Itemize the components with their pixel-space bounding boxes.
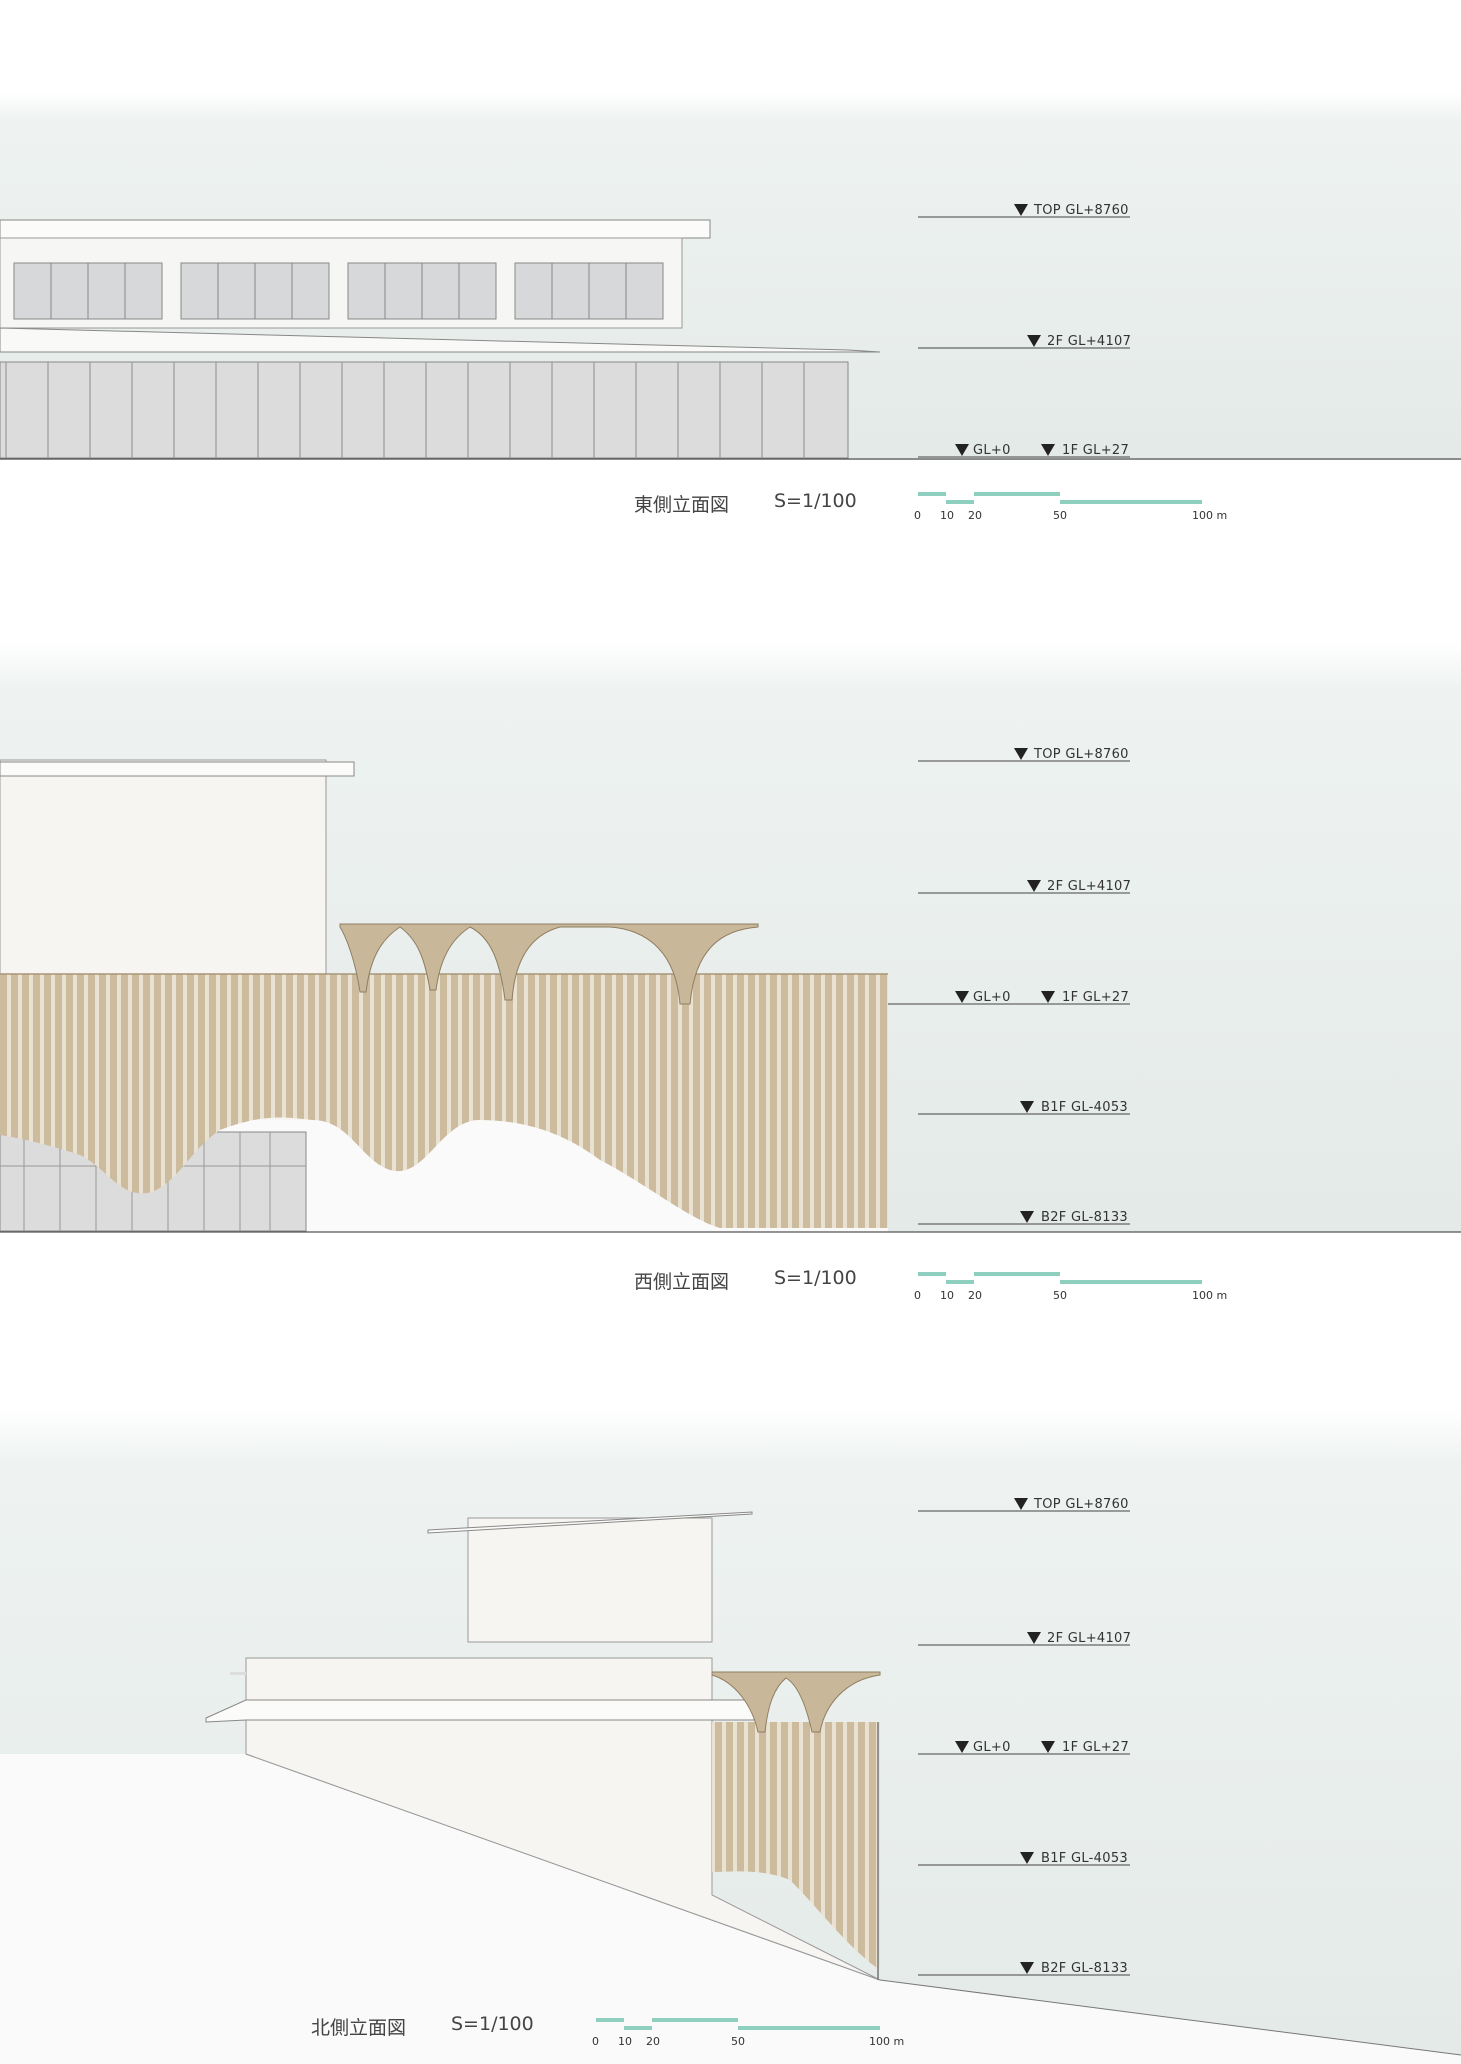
level-b1f: B1F GL-4053	[1041, 1100, 1128, 1115]
ground-glazing	[0, 361, 849, 459]
level-b1f: B1F GL-4053	[1041, 1851, 1128, 1866]
level-1f: 1F GL+27	[1062, 443, 1130, 458]
north-elevation-drawing	[0, 1410, 1461, 2064]
elevation-scale: S=1/100	[774, 490, 857, 512]
level-top: TOP GL+8760	[1034, 1497, 1129, 1512]
upper-volume	[467, 1517, 713, 1643]
scale-tick: 50	[731, 2035, 745, 2048]
level-gl: GL+0	[973, 1740, 1011, 1755]
main-volume	[245, 1657, 881, 1981]
upper-roof	[427, 1511, 753, 1534]
level-b2f: B2F GL-8133	[1041, 1210, 1128, 1225]
level-top: TOP GL+8760	[1034, 203, 1129, 218]
elevation-title: 北側立面図	[311, 2017, 407, 2039]
elevation-scale: S=1/100	[774, 1267, 857, 1289]
scale-tick: 20	[968, 1289, 982, 1302]
west-elevation: TOP GL+8760 2F GL+4107 GL+0 1F GL+27 B1F…	[0, 560, 1461, 1320]
scale-tick: 100 m	[1192, 1289, 1228, 1302]
level-gl: GL+0	[973, 443, 1011, 458]
scale-tick: 100 m	[1192, 509, 1228, 522]
elevation-title: 西側立面図	[634, 1271, 730, 1293]
level-b2f: B2F GL-8133	[1041, 1961, 1128, 1976]
scale-tick: 20	[646, 2035, 660, 2048]
timber-canopy	[339, 923, 759, 1005]
scale-bar-north	[596, 2018, 880, 2030]
ledge	[230, 1672, 246, 1675]
scale-tick: 0	[592, 2035, 599, 2048]
scale-tick: 50	[1053, 1289, 1067, 1302]
level-2f: 2F GL+4107	[1047, 334, 1132, 349]
scale-tick: 20	[968, 509, 982, 522]
east-elevation-drawing	[0, 92, 1461, 504]
west-elevation-drawing	[0, 642, 1461, 1284]
scale-tick: 0	[914, 1289, 921, 1302]
level-2f: 2F GL+4107	[1047, 1631, 1132, 1646]
roof-edge	[0, 761, 355, 777]
elevation-title: 東側立面図	[634, 494, 730, 516]
level-2f: 2F GL+4107	[1047, 879, 1132, 894]
scale-bar-east	[918, 492, 1202, 504]
scale-tick: 0	[914, 509, 921, 522]
scale-tick: 10	[618, 2035, 632, 2048]
canopy	[0, 327, 881, 353]
north-elevation: TOP GL+8760 2F GL+4107 GL+0 1F GL+27 B1F…	[0, 1320, 1461, 2064]
scale-bar-west	[918, 1272, 1202, 1284]
level-1f: 1F GL+27	[1062, 1740, 1130, 1755]
scale-tick: 10	[940, 509, 954, 522]
ground-plane	[0, 1754, 1461, 2064]
level-gl: GL+0	[973, 990, 1011, 1005]
scale-tick: 100 m	[869, 2035, 905, 2048]
timber-canopy	[711, 1671, 881, 1733]
roof-slab	[0, 219, 711, 239]
main-roof	[205, 1699, 755, 1723]
level-1f: 1F GL+27	[1062, 990, 1130, 1005]
east-elevation: TOP GL+8760 2F GL+4107 GL+0 1F GL+27 東側立…	[0, 0, 1461, 560]
elevation-scale: S=1/100	[451, 2013, 534, 2035]
level-top: TOP GL+8760	[1034, 747, 1129, 762]
scale-tick: 50	[1053, 509, 1067, 522]
scale-tick: 10	[940, 1289, 954, 1302]
